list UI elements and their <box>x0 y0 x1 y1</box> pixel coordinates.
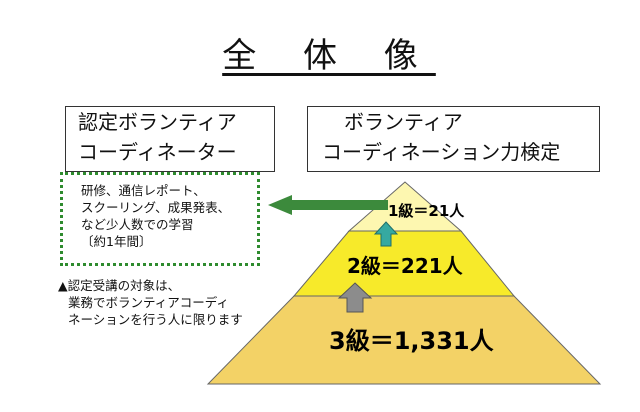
certified-coordinator-line1: 認定ボランティア <box>78 110 237 134</box>
eligibility-note: ▲認定受講の対象は、 業務でボランティアコーディ ネーションを行う人に限ります <box>58 277 258 328</box>
training-line2: スクーリング、成果発表、 <box>81 200 231 215</box>
training-line1: 研修、通信レポート、 <box>81 183 206 198</box>
note-line1: ▲認定受講の対象は、 <box>58 278 181 293</box>
training-line3: など少人数での学習 <box>81 217 194 232</box>
pyramid-tier-level3 <box>206 295 602 385</box>
note-line3: ネーションを行う人に限ります <box>68 312 243 327</box>
level1-label: 1級＝21人 <box>388 202 465 220</box>
training-line4: 〔約1年間〕 <box>81 234 152 249</box>
coordination-test-line2: コーディネーション力検定 <box>322 140 561 164</box>
certified-coordinator-box: 認定ボランティア コーディネーター <box>65 106 275 172</box>
coordination-test-box: ボランティア コーディネーション力検定 <box>307 106 600 172</box>
training-description-box: 研修、通信レポート、 スクーリング、成果発表、 など少人数での学習 〔約1年間〕 <box>60 172 260 266</box>
level2-label: 2級＝221人 <box>347 254 464 278</box>
gray-up-arrow <box>337 282 373 313</box>
note-line2: 業務でボランティアコーディ <box>68 295 229 310</box>
green-left-arrow <box>268 195 388 215</box>
certified-coordinator-line2: コーディネーター <box>78 140 237 164</box>
page-title: 全 体 像 <box>222 36 436 76</box>
level3-label: 3級＝1,331人 <box>329 327 494 355</box>
teal-up-arrow <box>373 221 399 247</box>
coordination-test-line1: ボランティア <box>344 110 463 134</box>
